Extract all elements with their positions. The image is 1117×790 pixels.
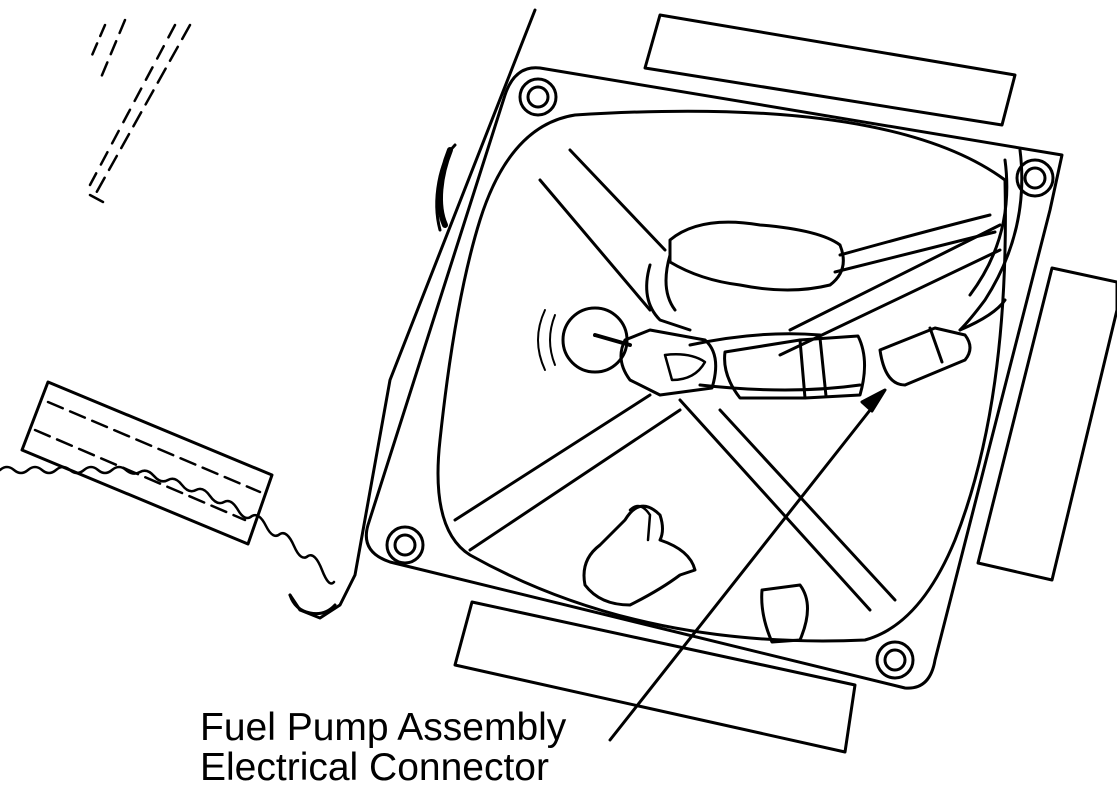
callout-label-line-1: Fuel Pump Assembly	[200, 706, 567, 749]
outlet-fitting	[537, 306, 632, 374]
floor-ribs	[453, 13, 1117, 754]
access-opening	[436, 109, 1007, 643]
tank-panel-outline	[0, 8, 537, 620]
electrical-connector	[619, 298, 1007, 400]
upper-left-dashed-strip	[88, 18, 192, 204]
callout-leader	[608, 388, 887, 742]
mounting-plate	[364, 66, 1064, 690]
lower-left-plate	[20, 380, 274, 546]
bolt-top-right	[1015, 158, 1055, 198]
lower-fitting	[582, 504, 809, 644]
bolt-top-left	[518, 77, 558, 117]
bolt-bottom-right	[875, 640, 915, 680]
callout-label-line-2: Electrical Connector	[200, 746, 549, 789]
wavy-cut-edge	[0, 465, 336, 585]
wiring-harness	[645, 148, 1024, 392]
bolt-bottom-left	[385, 525, 425, 565]
